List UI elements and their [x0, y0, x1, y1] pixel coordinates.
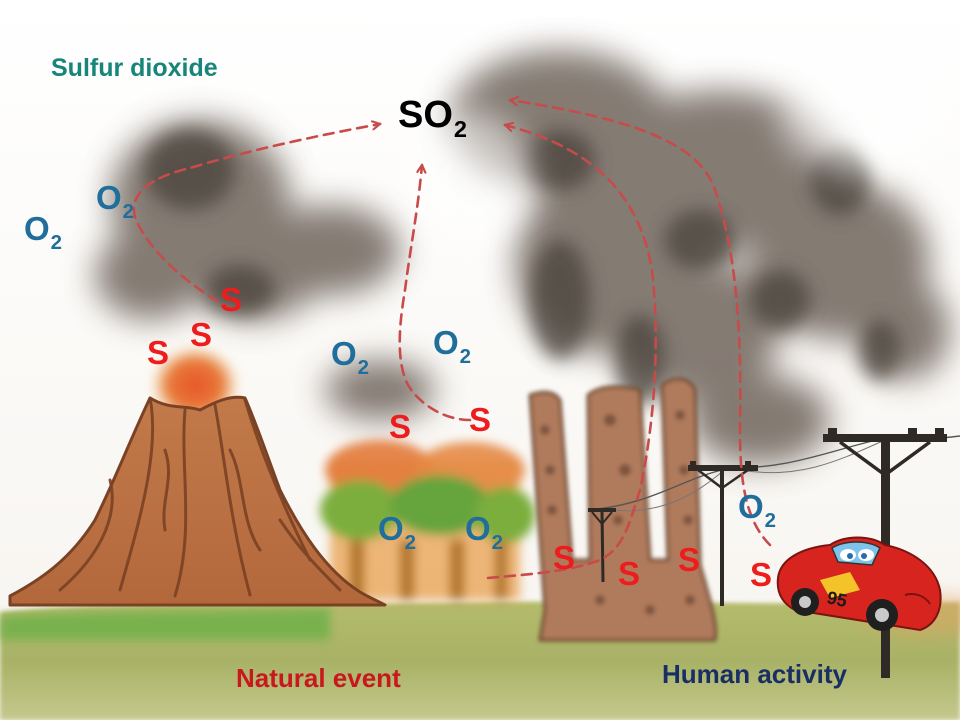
arrow-car-to-so2	[510, 100, 772, 547]
oxygen-label: O2	[24, 210, 62, 252]
sulfur-label: S	[553, 539, 576, 576]
oxygen-subscript: 2	[459, 344, 472, 368]
oxygen-subscript: 2	[357, 355, 370, 379]
sulfur-label: S	[220, 281, 243, 318]
oxygen-symbol: O	[465, 510, 491, 547]
diagram-title: Sulfur dioxide	[51, 54, 218, 82]
oxygen-label: O2	[378, 510, 416, 552]
sulfur-label: S	[618, 555, 641, 592]
so2-subscript: 2	[453, 115, 468, 142]
sulfur-label: S	[147, 334, 170, 371]
oxygen-symbol: O	[378, 510, 404, 547]
so2-main: SO	[398, 94, 453, 136]
race-car: 95	[776, 536, 942, 632]
oxygen-label: O2	[331, 335, 369, 377]
sulfur-label: S	[678, 541, 701, 578]
arrow-volcano-to-so2	[132, 124, 380, 312]
arrow-factory-to-so2	[486, 125, 658, 580]
oxygen-symbol: O	[331, 335, 357, 372]
power-pole-medium	[688, 461, 758, 606]
oxygen-subscript: 2	[50, 230, 63, 254]
oxygen-label: O2	[96, 179, 134, 221]
oxygen-symbol: O	[738, 488, 764, 525]
natural-event-label: Natural event	[236, 663, 401, 693]
sulfur-label: S	[469, 401, 492, 438]
power-pole-small	[588, 508, 616, 583]
oxygen-symbol: O	[24, 210, 50, 247]
oxygen-subscript: 2	[404, 530, 417, 554]
oxygen-label: O2	[465, 510, 503, 552]
oxygen-label: O2	[433, 324, 471, 366]
oxygen-label: O2	[738, 488, 776, 530]
sulfur-label: S	[190, 316, 213, 353]
sulfur-label: S	[750, 556, 773, 593]
sulfur-label: S	[389, 408, 412, 445]
oxygen-subscript: 2	[491, 530, 504, 554]
smoke-clouds	[95, 50, 950, 465]
so2-product-label: SO2	[398, 94, 467, 141]
volcano	[8, 345, 387, 607]
human-activity-label: Human activity	[662, 659, 847, 689]
oxygen-symbol: O	[433, 324, 459, 361]
oxygen-subscript: 2	[122, 199, 135, 223]
arrow-forest-to-so2	[398, 165, 472, 422]
factory	[528, 377, 718, 642]
car-number: 95	[825, 587, 849, 611]
oxygen-symbol: O	[96, 179, 122, 216]
reaction-arrows	[132, 100, 772, 580]
oxygen-subscript: 2	[764, 508, 777, 532]
